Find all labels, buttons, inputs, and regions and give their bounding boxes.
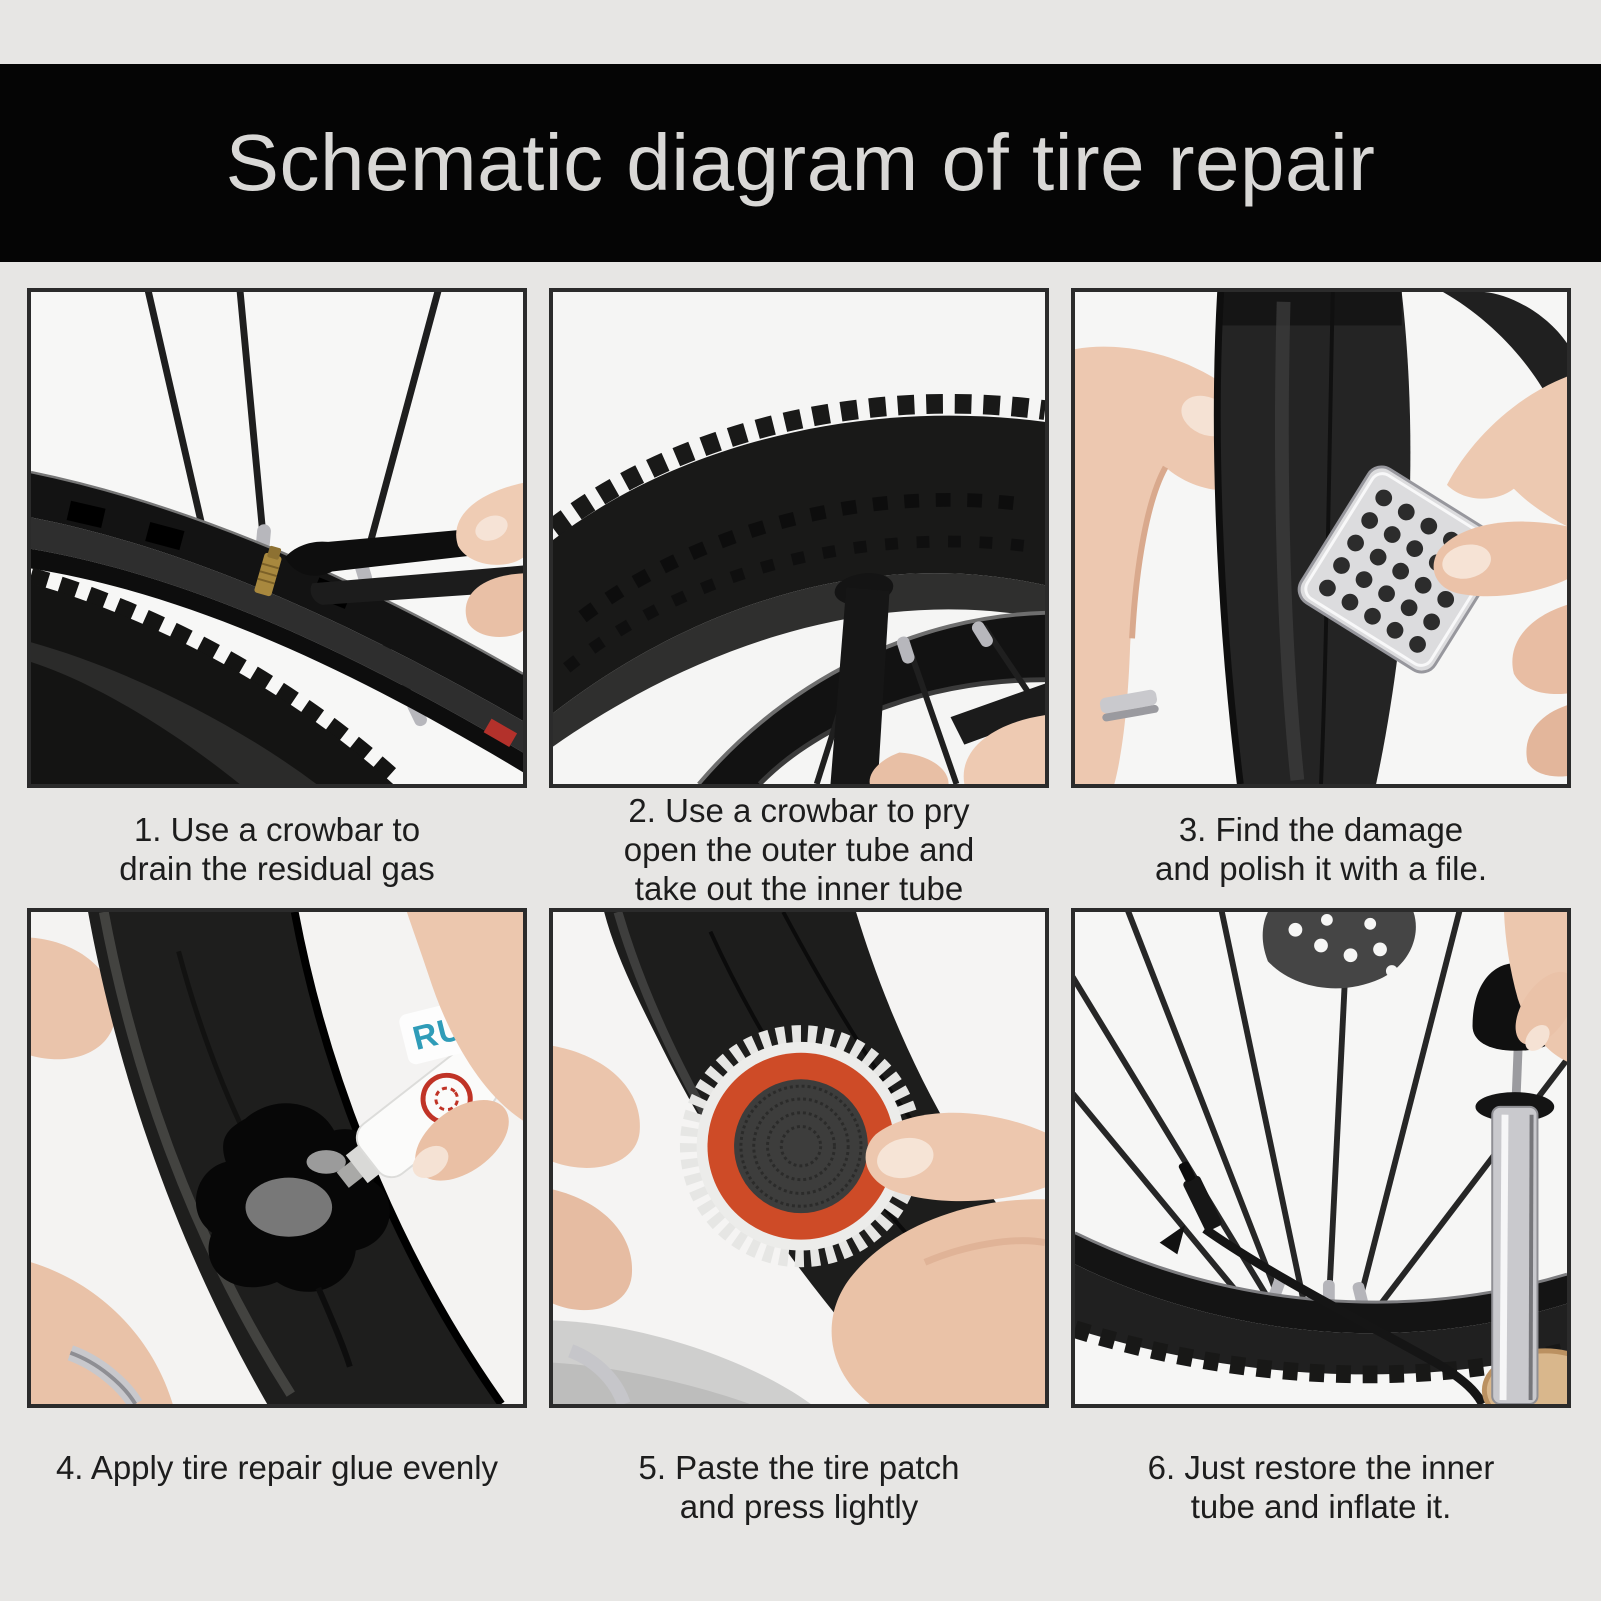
tire-tread — [553, 393, 1045, 747]
step-6-photo-frame — [1071, 908, 1571, 1408]
left-fingertip — [31, 937, 116, 1060]
tire-lever — [830, 573, 1045, 784]
metal-file — [1297, 465, 1506, 674]
ring — [1099, 689, 1159, 722]
step-2-photo-frame — [549, 288, 1049, 788]
wheel-valve-deflate-photo — [31, 292, 523, 784]
fingers — [456, 482, 523, 637]
fingers — [869, 715, 1045, 784]
right-hand — [1433, 376, 1567, 777]
title-banner: Schematic diagram of tire repair — [0, 64, 1601, 262]
step-1-photo-frame — [27, 288, 527, 788]
file-polish-tube-photo — [1075, 292, 1567, 784]
right-hand — [406, 912, 523, 1181]
step-4-caption: 4. Apply tire repair glue evenly — [55, 1449, 499, 1486]
left-fingertips — [553, 1045, 640, 1404]
inner-tube — [1213, 292, 1411, 784]
step-4-photo-frame: RUBBER — [27, 908, 527, 1408]
spokes — [1075, 912, 1567, 1310]
pressing-hand — [831, 1112, 1045, 1404]
glue-tube — [336, 1049, 499, 1188]
apply-glue-photo: RUBBER — [31, 912, 523, 1404]
step-1-caption: 1. Use a crowbar to drain the residual g… — [119, 811, 435, 887]
page-title: Schematic diagram of tire repair — [225, 118, 1376, 207]
hand — [1504, 912, 1567, 1062]
valve-and-hose — [1159, 1161, 1487, 1404]
brass-valve-stem — [254, 545, 282, 597]
press-patch-photo — [553, 912, 1045, 1404]
left-finger-bottom — [31, 1262, 173, 1404]
step-5-caption: 5. Paste the tire patch and press lightl… — [638, 1449, 960, 1525]
inflate-tube-photo — [1075, 912, 1567, 1404]
tube-section-top-right — [1443, 292, 1567, 442]
step-2-caption: 2. Use a crowbar to pry open the outer t… — [623, 791, 975, 907]
knobby-tire — [31, 567, 399, 784]
step-3-caption: 3. Find the damage and polish it with a … — [1154, 811, 1487, 887]
step-6-caption: 6. Just restore the inner tube and infla… — [1147, 1449, 1495, 1525]
glue-blob — [195, 1103, 390, 1368]
spokes — [144, 292, 442, 569]
disc-brake-rotor — [1262, 912, 1416, 989]
step-5-photo-frame — [549, 908, 1049, 1408]
step-3-photo-frame — [1071, 288, 1571, 788]
tire-lever-pry-photo — [553, 292, 1045, 784]
tire-patch — [679, 1025, 922, 1268]
